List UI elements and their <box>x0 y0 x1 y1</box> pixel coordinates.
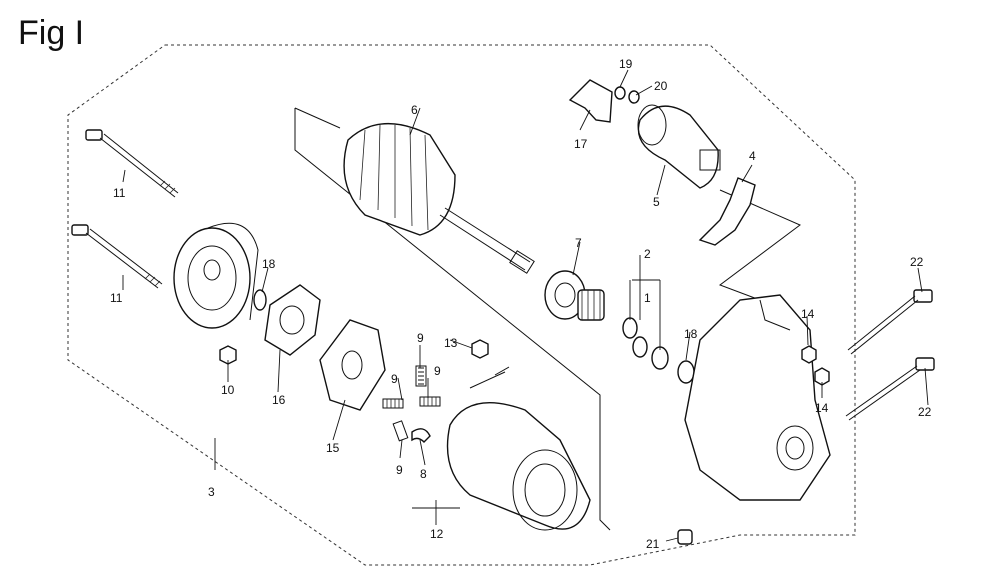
callout-20: 20 <box>654 79 668 93</box>
callout-7: 7 <box>575 236 582 250</box>
callout-11-upper: 11 <box>113 186 126 200</box>
nut-13[interactable] <box>471 339 489 359</box>
callout-9-right: 9 <box>434 364 441 378</box>
washer-18-rear[interactable] <box>253 289 267 311</box>
callout-3: 3 <box>208 485 215 499</box>
callout-16: 16 <box>272 393 286 407</box>
armature-6[interactable] <box>343 123 535 274</box>
armature-group-bracket <box>294 107 611 531</box>
washer-2b[interactable] <box>651 346 669 370</box>
callout-12: 12 <box>430 527 444 541</box>
brush-plate-16[interactable] <box>264 284 321 356</box>
washer-19[interactable] <box>614 86 626 100</box>
callout-2: 2 <box>644 247 651 261</box>
callout-11-lower: 11 <box>110 291 123 305</box>
washer-18-front[interactable] <box>677 360 695 384</box>
callout-18-rear: 18 <box>262 257 276 271</box>
leader-lines <box>122 69 929 542</box>
shift-lever-4[interactable] <box>698 177 756 246</box>
callout-14-upper: 14 <box>801 307 815 321</box>
bolt-11-lower[interactable] <box>71 224 163 289</box>
callout-22-lower: 22 <box>918 405 932 419</box>
plug-21[interactable] <box>677 529 693 545</box>
nut-14-lower[interactable] <box>814 367 830 386</box>
washer-20[interactable] <box>628 90 640 104</box>
callout-6: 6 <box>411 103 418 117</box>
callout-13: 13 <box>444 336 458 350</box>
callout-14-lower: 14 <box>815 401 829 415</box>
spring-9-bottom[interactable] <box>392 420 409 442</box>
callout-21: 21 <box>646 537 660 551</box>
assembly-boundary <box>67 44 856 566</box>
callout-5: 5 <box>653 195 660 209</box>
callout-19: 19 <box>619 57 633 71</box>
callout-4: 4 <box>749 149 756 163</box>
figure-title: Fig I <box>18 14 85 52</box>
brush-holder-15[interactable] <box>319 319 386 411</box>
bolt-22-upper[interactable] <box>847 289 933 355</box>
callout-18-front: 18 <box>684 327 698 341</box>
callout-15: 15 <box>326 441 340 455</box>
washer-2[interactable] <box>632 336 648 358</box>
callout-9-top: 9 <box>417 331 424 345</box>
callout-10: 10 <box>221 383 235 397</box>
pinion-drive-7[interactable] <box>544 270 605 321</box>
solenoid-5[interactable] <box>637 104 721 189</box>
callout-9-bottom: 9 <box>396 463 403 477</box>
yoke-field-housing-12[interactable] <box>446 366 591 531</box>
clip-8[interactable] <box>411 428 431 443</box>
bolt-11-upper[interactable] <box>85 129 179 198</box>
callout-1: 1 <box>644 291 651 305</box>
spring-9-left[interactable] <box>382 398 404 409</box>
nut-14-upper[interactable] <box>801 345 817 364</box>
nut-10[interactable] <box>219 345 237 365</box>
collar-1[interactable] <box>622 317 638 339</box>
solenoid-group-bracket <box>718 189 801 301</box>
drive-end-housing[interactable] <box>684 294 831 501</box>
callout-8: 8 <box>420 467 427 481</box>
rear-end-cover[interactable] <box>173 222 259 329</box>
callout-9-left: 9 <box>391 372 398 386</box>
callout-17: 17 <box>574 137 588 151</box>
solenoid-cover-17[interactable] <box>568 79 613 123</box>
callout-22-upper: 22 <box>910 255 924 269</box>
spring-9-top[interactable] <box>415 365 427 387</box>
spring-9-right[interactable] <box>419 396 441 407</box>
